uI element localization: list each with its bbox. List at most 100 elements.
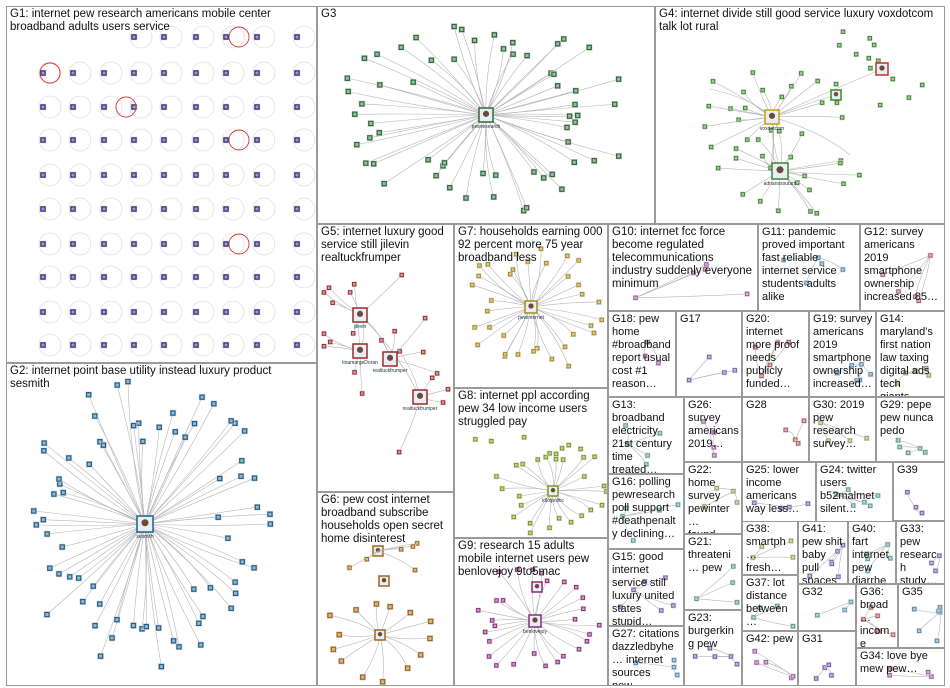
vertex-node-glyph xyxy=(41,207,45,211)
network-g10 xyxy=(632,261,750,301)
vertex-node-glyph xyxy=(755,661,758,664)
group-g30: G30: 2019 pew research survey… xyxy=(809,397,876,462)
vertex-node-glyph xyxy=(789,155,792,159)
group-label-g28: G28 xyxy=(746,399,767,411)
edge xyxy=(400,47,487,116)
edge xyxy=(144,523,228,539)
vertex-node-glyph xyxy=(337,633,341,637)
vertex-node-glyph xyxy=(411,545,415,548)
group-g21: G21: threateni… pew xyxy=(684,534,742,610)
group-label-g11: G11: pandemic proved important fast reli… xyxy=(762,226,845,303)
vertex-node-glyph xyxy=(208,586,212,590)
edge xyxy=(94,523,146,626)
vertex-node-glyph xyxy=(529,531,532,535)
vertex-node-glyph xyxy=(751,556,754,559)
vertex-node-glyph xyxy=(600,318,603,322)
self-loop xyxy=(159,128,183,152)
group-label-g1: G1: internet pew research americans mobi… xyxy=(10,8,271,33)
edge xyxy=(43,442,146,525)
network-g38 xyxy=(749,538,796,561)
edge xyxy=(779,162,841,172)
vertex-node-glyph xyxy=(820,101,824,104)
vertex-node-glyph xyxy=(224,173,228,177)
vertex-node-glyph xyxy=(218,477,222,481)
vertex-node-glyph xyxy=(576,113,580,117)
vertex-node-glyph xyxy=(791,556,795,559)
group-label-g36: G36: broad… income one… xyxy=(860,586,890,648)
vertex-node-glyph xyxy=(869,66,872,70)
vertex-node-glyph xyxy=(568,114,572,118)
edge xyxy=(485,114,527,208)
avatar-face-icon xyxy=(141,519,149,527)
self-loop xyxy=(191,333,215,357)
group-label-g25: G25: lower income americans way less… xyxy=(746,464,800,515)
vertex-node-glyph xyxy=(473,38,477,42)
group-label-g24: G24: twitter users b52malmet silent… xyxy=(820,464,877,515)
vertex-node-glyph xyxy=(550,357,554,361)
vertex-node-glyph xyxy=(715,486,718,490)
self-loop xyxy=(68,128,92,152)
vertex-node-glyph xyxy=(528,521,532,525)
vertex-node-glyph xyxy=(554,452,558,456)
network-g18 xyxy=(642,339,662,366)
vertex-node-glyph xyxy=(789,539,793,543)
vertex-node-glyph xyxy=(490,619,494,622)
self-loop xyxy=(68,61,92,85)
self-loop xyxy=(99,300,123,324)
edge xyxy=(427,114,487,161)
network-g23 xyxy=(692,645,740,667)
group-label-g26: G26: survey americans 2019… xyxy=(688,399,739,450)
vertex-node-glyph xyxy=(621,515,624,518)
vertex-node-glyph xyxy=(71,310,75,314)
network-g17 xyxy=(686,354,738,383)
vertex-node-glyph xyxy=(162,242,166,246)
vertex-node-glyph xyxy=(562,654,565,658)
vertex-node-glyph xyxy=(800,132,804,135)
edge xyxy=(144,523,211,588)
edge xyxy=(379,114,487,134)
vertex-node-glyph xyxy=(865,552,869,556)
vertex-node-glyph xyxy=(868,37,872,40)
edge xyxy=(882,255,931,275)
hub-name: sesmith xyxy=(136,534,153,540)
vertex-node-glyph xyxy=(132,71,136,75)
vertex-node-glyph xyxy=(580,514,583,517)
self-loop xyxy=(38,232,62,256)
vertex-node-glyph xyxy=(360,392,364,395)
avatar-face-icon xyxy=(356,346,364,353)
vertex-node-glyph xyxy=(216,515,220,519)
vertex-node-glyph xyxy=(876,614,879,618)
vertex-node-glyph xyxy=(917,629,921,633)
edge xyxy=(379,621,431,636)
vertex-node-glyph xyxy=(579,447,582,451)
vertex-node-glyph xyxy=(877,59,880,63)
vertex-node-glyph xyxy=(588,633,591,636)
vertex-node-glyph xyxy=(567,443,570,447)
vertex-node-glyph xyxy=(761,154,764,158)
vertex-node-glyph xyxy=(197,621,201,625)
group-label-g18: G18: pew home #broadband report usual co… xyxy=(612,313,671,390)
vertex-node-glyph xyxy=(41,138,45,142)
vertex-node-glyph xyxy=(896,439,900,442)
edge xyxy=(49,523,146,569)
vertex-node-glyph xyxy=(802,419,806,422)
group-g27: G27: citations dazzledbyhe… internet sou… xyxy=(608,626,684,686)
vertex-node-glyph xyxy=(703,268,707,271)
vertex-node-glyph xyxy=(486,263,490,266)
vertex-node-glyph xyxy=(913,607,916,611)
vertex-node-glyph xyxy=(45,532,49,536)
vertex-node-glyph xyxy=(162,105,166,109)
vertex-node-glyph xyxy=(511,268,515,271)
vertex-node-glyph xyxy=(841,30,845,34)
edge xyxy=(144,523,271,526)
vertex-node-glyph xyxy=(93,624,97,628)
edge xyxy=(144,523,232,609)
vertex-node-glyph xyxy=(760,545,764,548)
edge xyxy=(635,662,675,668)
vertex-node-glyph xyxy=(572,160,576,164)
vertex-node-glyph xyxy=(589,324,593,327)
vertex-node-glyph xyxy=(243,429,247,433)
vertex-node-glyph xyxy=(597,300,601,304)
self-loop xyxy=(252,265,276,289)
network-g40 xyxy=(864,541,894,574)
